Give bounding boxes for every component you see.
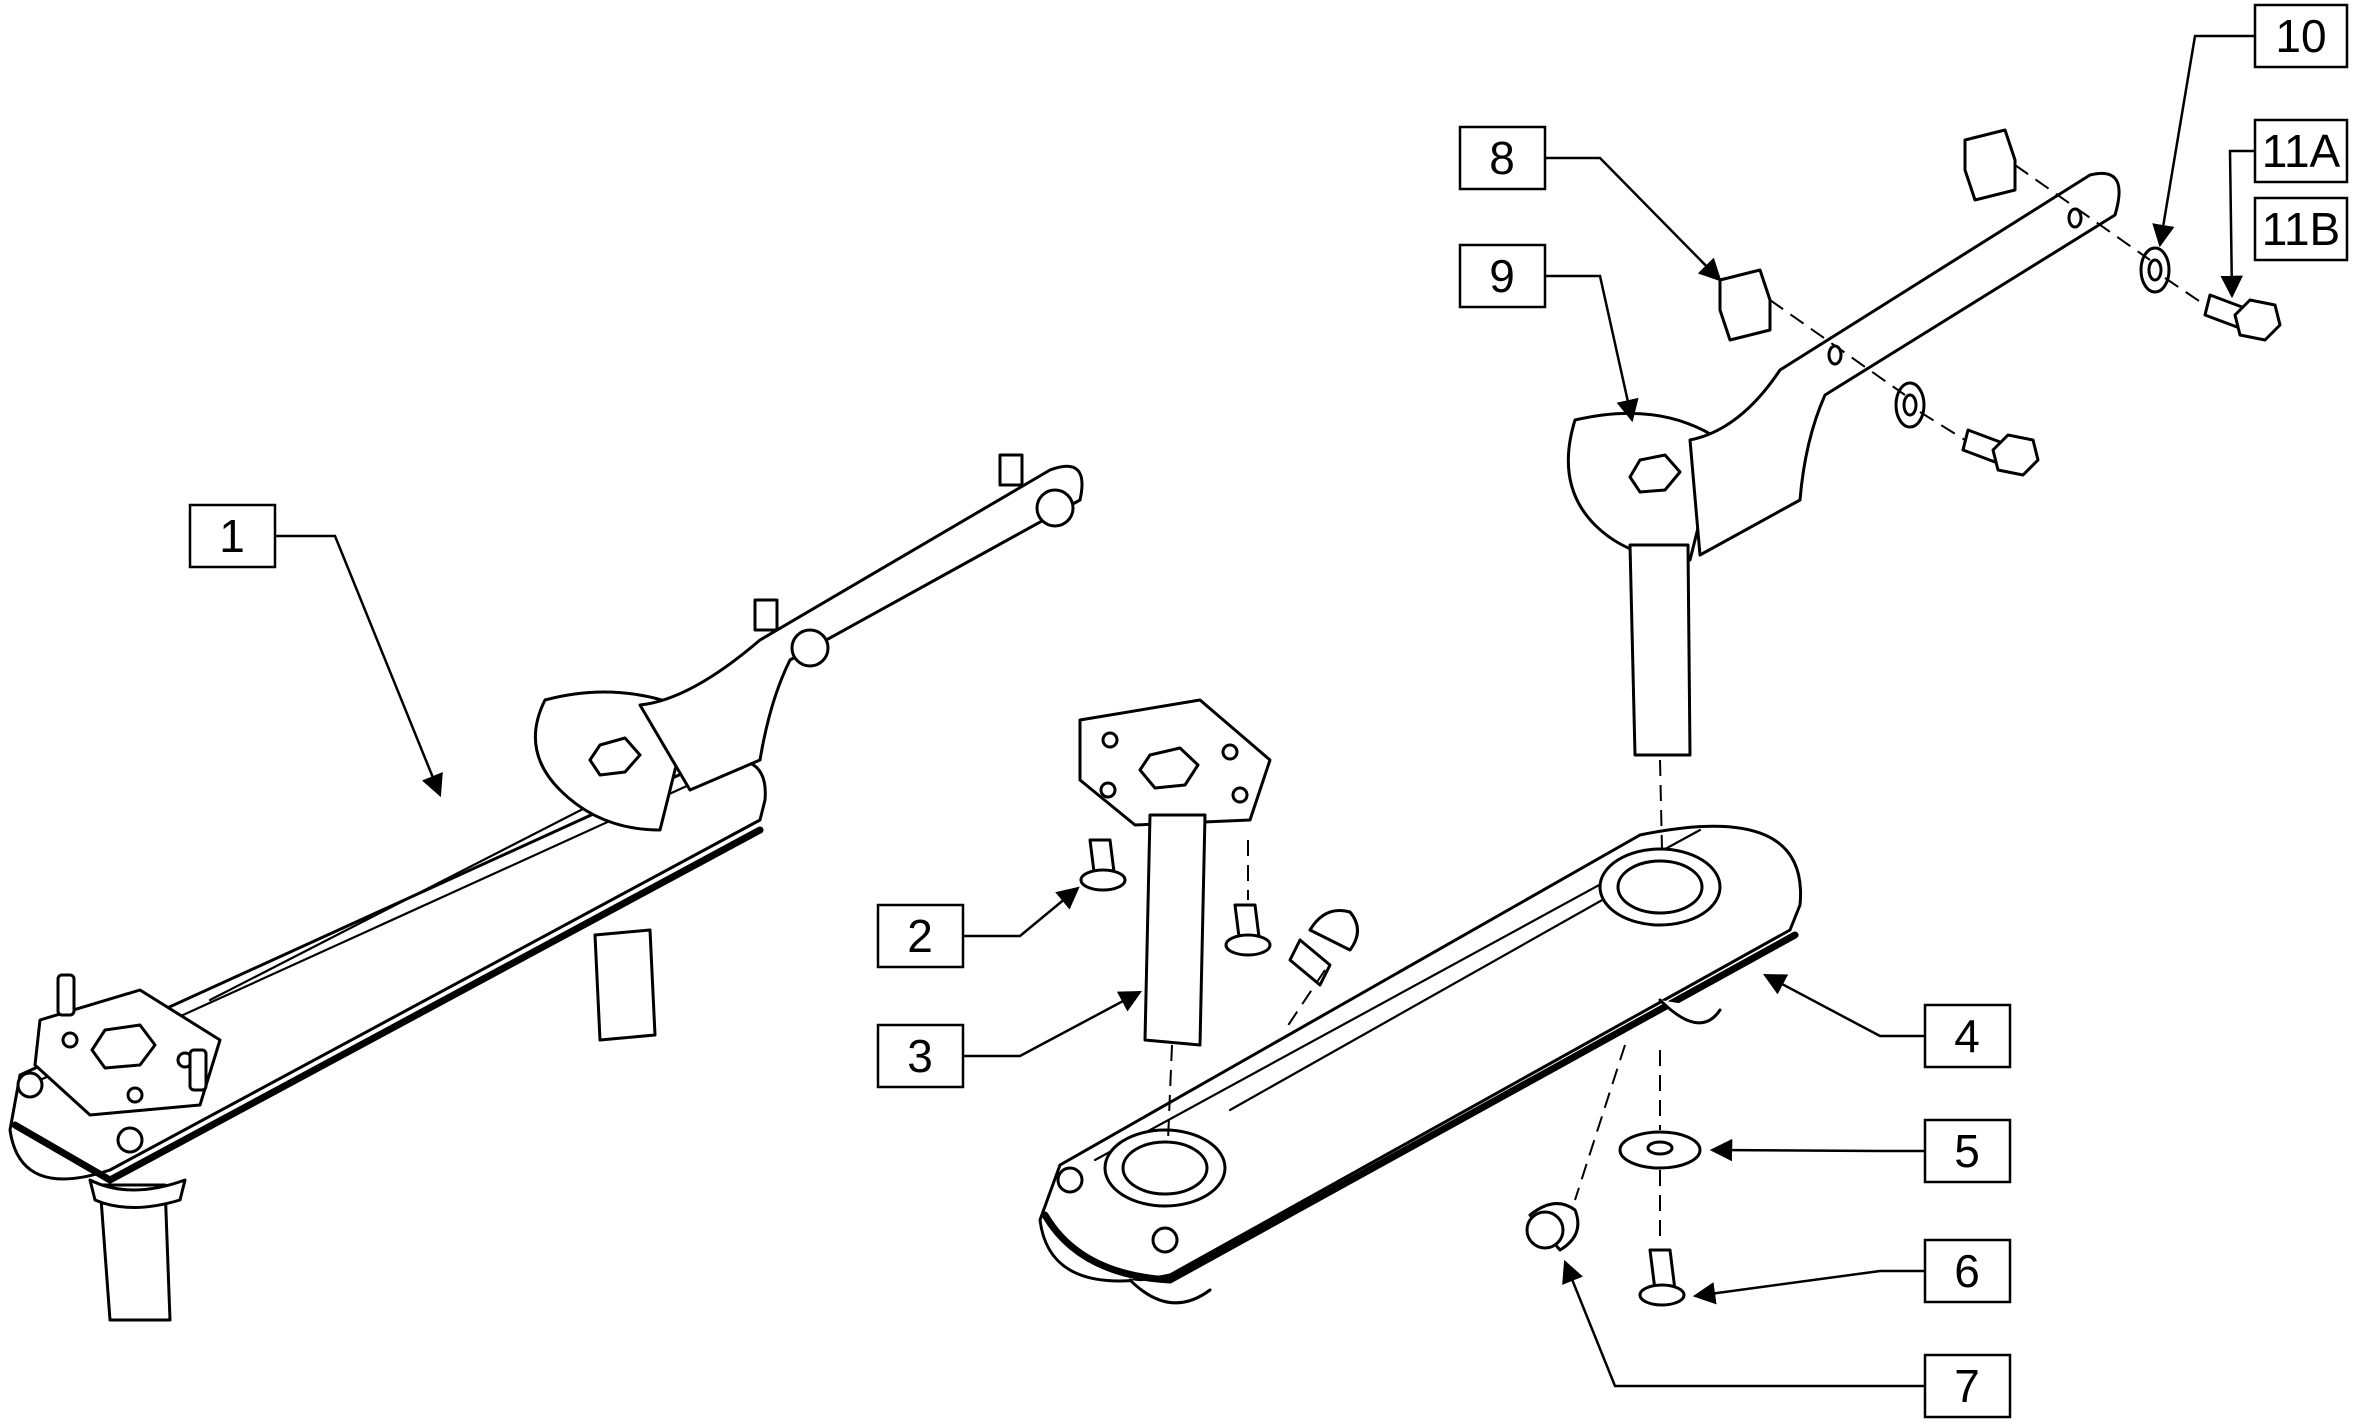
- callout-8: 8: [1458, 125, 1722, 282]
- screw-6: [1638, 1248, 1686, 1307]
- callout-4-label: 4: [1954, 1010, 1980, 1062]
- callout-7-label: 7: [1954, 1360, 1980, 1412]
- hex-bolts-11: [1961, 293, 2282, 477]
- callout-3: 3: [876, 990, 1142, 1089]
- callout-3-label: 3: [907, 1030, 933, 1082]
- callout-10: 10: [2152, 3, 2349, 248]
- callout-8-label: 8: [1489, 132, 1515, 184]
- callout-10-label: 10: [2275, 10, 2326, 62]
- callout-11b-label: 11B: [2262, 203, 2340, 255]
- callout-1-label: 1: [219, 510, 245, 562]
- callout-6-label: 6: [1954, 1245, 1980, 1297]
- base-plate-4: [1038, 824, 1803, 1305]
- callout-9-label: 9: [1489, 250, 1515, 302]
- nut-blocks-8: [1718, 128, 2017, 342]
- callout-2-label: 2: [907, 910, 933, 962]
- washer-5: [1618, 1130, 1702, 1170]
- callout-9: 9: [1458, 243, 1639, 423]
- callout-6: 6: [1692, 1238, 2012, 1305]
- callout-5-label: 5: [1954, 1125, 1980, 1177]
- callout-11b: 11B: [2253, 196, 2349, 262]
- callout-5: 5: [1709, 1118, 2012, 1184]
- callout-1: 1: [188, 503, 443, 798]
- callout-2: 2: [876, 886, 1080, 969]
- callout-11a: 11A: [2220, 118, 2349, 299]
- socket-screws-7: [1288, 909, 1580, 1252]
- alignment-lines: [1167, 164, 2206, 1245]
- arm-bracket-9: [1566, 172, 2121, 757]
- pentagon-flange-shaft-3: [1078, 698, 1272, 1047]
- callout-7: 7: [1562, 1259, 2012, 1419]
- screws-2: [1079, 838, 1272, 957]
- assembled-armrest-arm: [8, 453, 1084, 1322]
- callout-4: 4: [1763, 973, 2012, 1069]
- washers-10: [1894, 246, 2171, 429]
- callout-11a-label: 11A: [2262, 125, 2341, 177]
